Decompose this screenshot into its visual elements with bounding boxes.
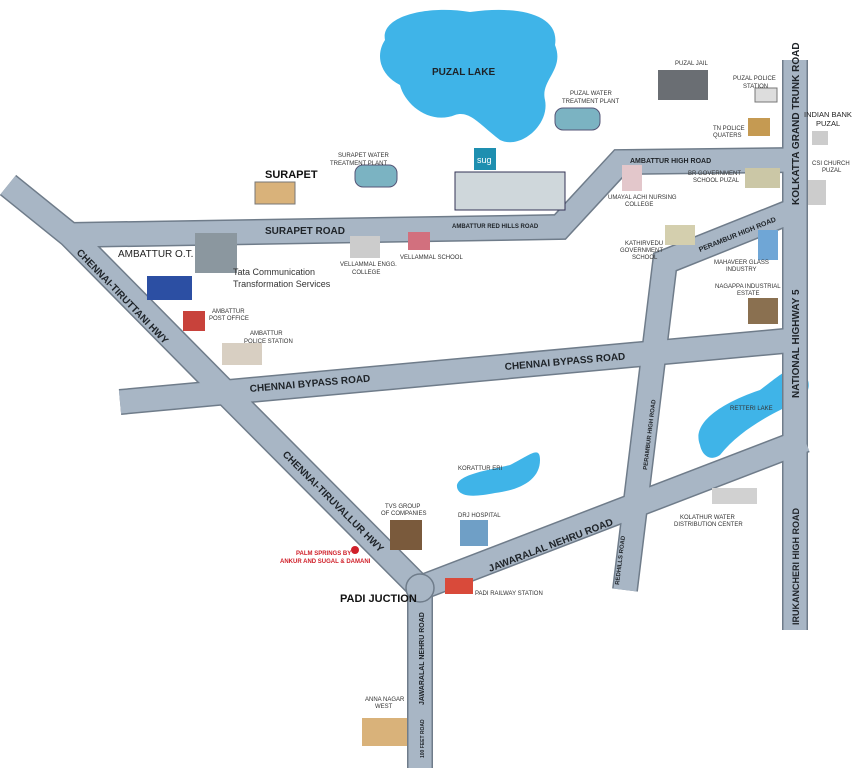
- road-label-surapet: SURAPET ROAD: [265, 226, 345, 237]
- road-label-red-hills: AMBATTUR RED HILLS ROAD: [452, 224, 539, 230]
- label-csi-2: PUZAL: [822, 168, 842, 174]
- label-vellammal-school: VELLAMMAL SCHOOL: [400, 255, 463, 261]
- label-puzal-jail: PUZAL JAIL: [675, 61, 708, 67]
- label-post-office-1: AMBATTUR: [212, 309, 245, 315]
- csi-church-icon: [808, 180, 826, 205]
- label-nagappa-1: NAGAPPA INDUSTRIAL: [715, 284, 781, 290]
- label-ambattur-ot: AMBATTUR O.T.: [118, 249, 193, 260]
- label-kolathur-2: DISTRIBUTION CENTER: [674, 522, 743, 528]
- vellammal-school-icon: [408, 232, 430, 250]
- label-tn-police-2: QUATERS: [713, 133, 742, 139]
- post-office-icon: [183, 311, 205, 331]
- road-label-100-feet: 100 FEET ROAD: [420, 719, 426, 758]
- br-school-icon: [745, 168, 780, 188]
- korattur-lake: [456, 452, 540, 496]
- label-tvs-2: OF COMPANIES: [381, 511, 427, 517]
- label-anna-nagar-2: WEST: [375, 704, 393, 710]
- project-logo: [474, 148, 496, 170]
- project-apartment-image: [454, 171, 566, 211]
- label-dru: DRJ HOSPITAL: [458, 513, 501, 519]
- anna-nagar-icon: [362, 718, 407, 746]
- road-label-jnr-v: JAWARALAL NEHRU ROAD: [419, 612, 426, 705]
- umayal-icon: [622, 165, 642, 191]
- label-padi-railway: PADI RAILWAY STATION: [475, 591, 543, 597]
- police-station-icon: [222, 343, 262, 365]
- label-police-station-1: AMBATTUR: [250, 331, 283, 337]
- surapet-building-icon: [254, 181, 296, 205]
- mahaveer-icon: [758, 230, 778, 260]
- project-logo-text: sug: [477, 155, 492, 165]
- label-br-school-1: BR GOVERNMENT: [688, 171, 741, 177]
- tvs-icon: [390, 520, 422, 550]
- label-mahaveer-1: MAHAVEER GLASS: [714, 260, 769, 266]
- puzal-lake: [380, 9, 558, 143]
- lake-label-puzal: PUZAL LAKE: [432, 67, 495, 78]
- kathirvedu-icon: [665, 225, 695, 245]
- label-surapet-wtp-1: SURAPET WATER: [338, 153, 390, 159]
- lake-label-retteri: RETTERI LAKE: [730, 406, 773, 412]
- road-network: [0, 60, 810, 768]
- puzal-police-icon: [754, 87, 778, 103]
- surapet-wtp-icon: [354, 164, 398, 188]
- padi-railway-icon: [445, 578, 473, 594]
- label-tata-1: Tata Communication: [233, 267, 315, 277]
- tata-icon: [195, 233, 237, 273]
- label-kolathur-1: KOLATHUR WATER: [680, 515, 736, 521]
- project-location-marker[interactable]: [351, 546, 359, 554]
- road-label-irukancheri: IRUKANCHERI HIGH ROAD: [791, 507, 801, 625]
- retteri-lake: [698, 368, 809, 458]
- label-project-1[interactable]: PALM SPRINGS BY: [296, 551, 351, 557]
- label-tn-police-1: TN POLICE: [713, 126, 745, 132]
- label-tvs-1: TVS GROUP: [385, 504, 420, 510]
- building-icons: sug: [147, 70, 828, 746]
- label-umayal-2: COLLEGE: [625, 202, 653, 208]
- label-vellammal-engg-2: COLLEGE: [352, 270, 380, 276]
- vellammal-engg-icon: [350, 236, 380, 258]
- label-surapet-wtp-2: TREATMENT PLANT: [330, 161, 387, 167]
- dru-hospital-icon: [460, 520, 488, 546]
- label-umayal-1: UMAYAL ACHI NURSING: [608, 195, 677, 201]
- road-label-ambattur-high: AMBATTUR HIGH ROAD: [630, 158, 711, 165]
- nagappa-icon: [748, 298, 778, 324]
- label-kathirvedu-1: KATHIRVEDU: [625, 241, 663, 247]
- label-puzal-wtp-1: PUZAL WATER: [570, 91, 612, 97]
- label-indian-bank-2: PUZAL: [816, 119, 840, 128]
- road-label-kolkatta: KOLKATTA GRAND TRUNK ROAD: [791, 42, 802, 205]
- lake-label-korattur: KORATTUR ERI: [458, 466, 503, 472]
- padi-roundabout: [405, 573, 435, 603]
- label-puzal-wtp-2: TREATMENT PLANT: [562, 99, 619, 105]
- label-nagappa-2: ESTATE: [737, 291, 759, 297]
- label-kathirvedu-3: SCHOOL: [632, 255, 658, 261]
- label-tata-2: Transformation Services: [233, 279, 331, 289]
- puzal-jail-icon: [658, 70, 708, 100]
- label-project-2[interactable]: ANKUR AND SUGAL & DAMANI: [280, 559, 371, 565]
- label-mahaveer-2: INDUSTRY: [726, 267, 757, 273]
- label-post-office-2: POST OFFICE: [209, 316, 249, 322]
- label-indian-bank-1: INDIAN BANK: [804, 110, 852, 119]
- label-csi-1: CSI CHURCH: [812, 161, 850, 167]
- label-puzal-police-2: STATION: [743, 84, 768, 90]
- puzal-wtp-icon: [554, 107, 601, 131]
- tn-police-icon: [748, 118, 770, 136]
- label-anna-nagar-1: ANNA NAGAR: [365, 697, 405, 703]
- label-vellammal-engg-1: VELLAMMAL ENGG.: [340, 262, 397, 268]
- kolathur-icon: [712, 488, 757, 504]
- label-police-station-2: POLICE STATION: [244, 339, 293, 345]
- label-kathirvedu-2: GOVERNMENT: [620, 248, 663, 254]
- label-padi: PADI JUCTION: [340, 593, 417, 605]
- label-surapet: SURAPET: [265, 169, 318, 181]
- bus-icon: [147, 276, 192, 300]
- indian-bank-icon: [812, 131, 828, 145]
- label-puzal-police-1: PUZAL POLICE: [733, 76, 776, 82]
- road-label-tiruvallur: CHENNAI-TIRUVALLUR HWY: [280, 449, 386, 555]
- road-label-nh5: NATIONAL HIGHWAY 5: [791, 289, 802, 398]
- label-br-school-2: SCHOOL PUZAL: [693, 178, 740, 184]
